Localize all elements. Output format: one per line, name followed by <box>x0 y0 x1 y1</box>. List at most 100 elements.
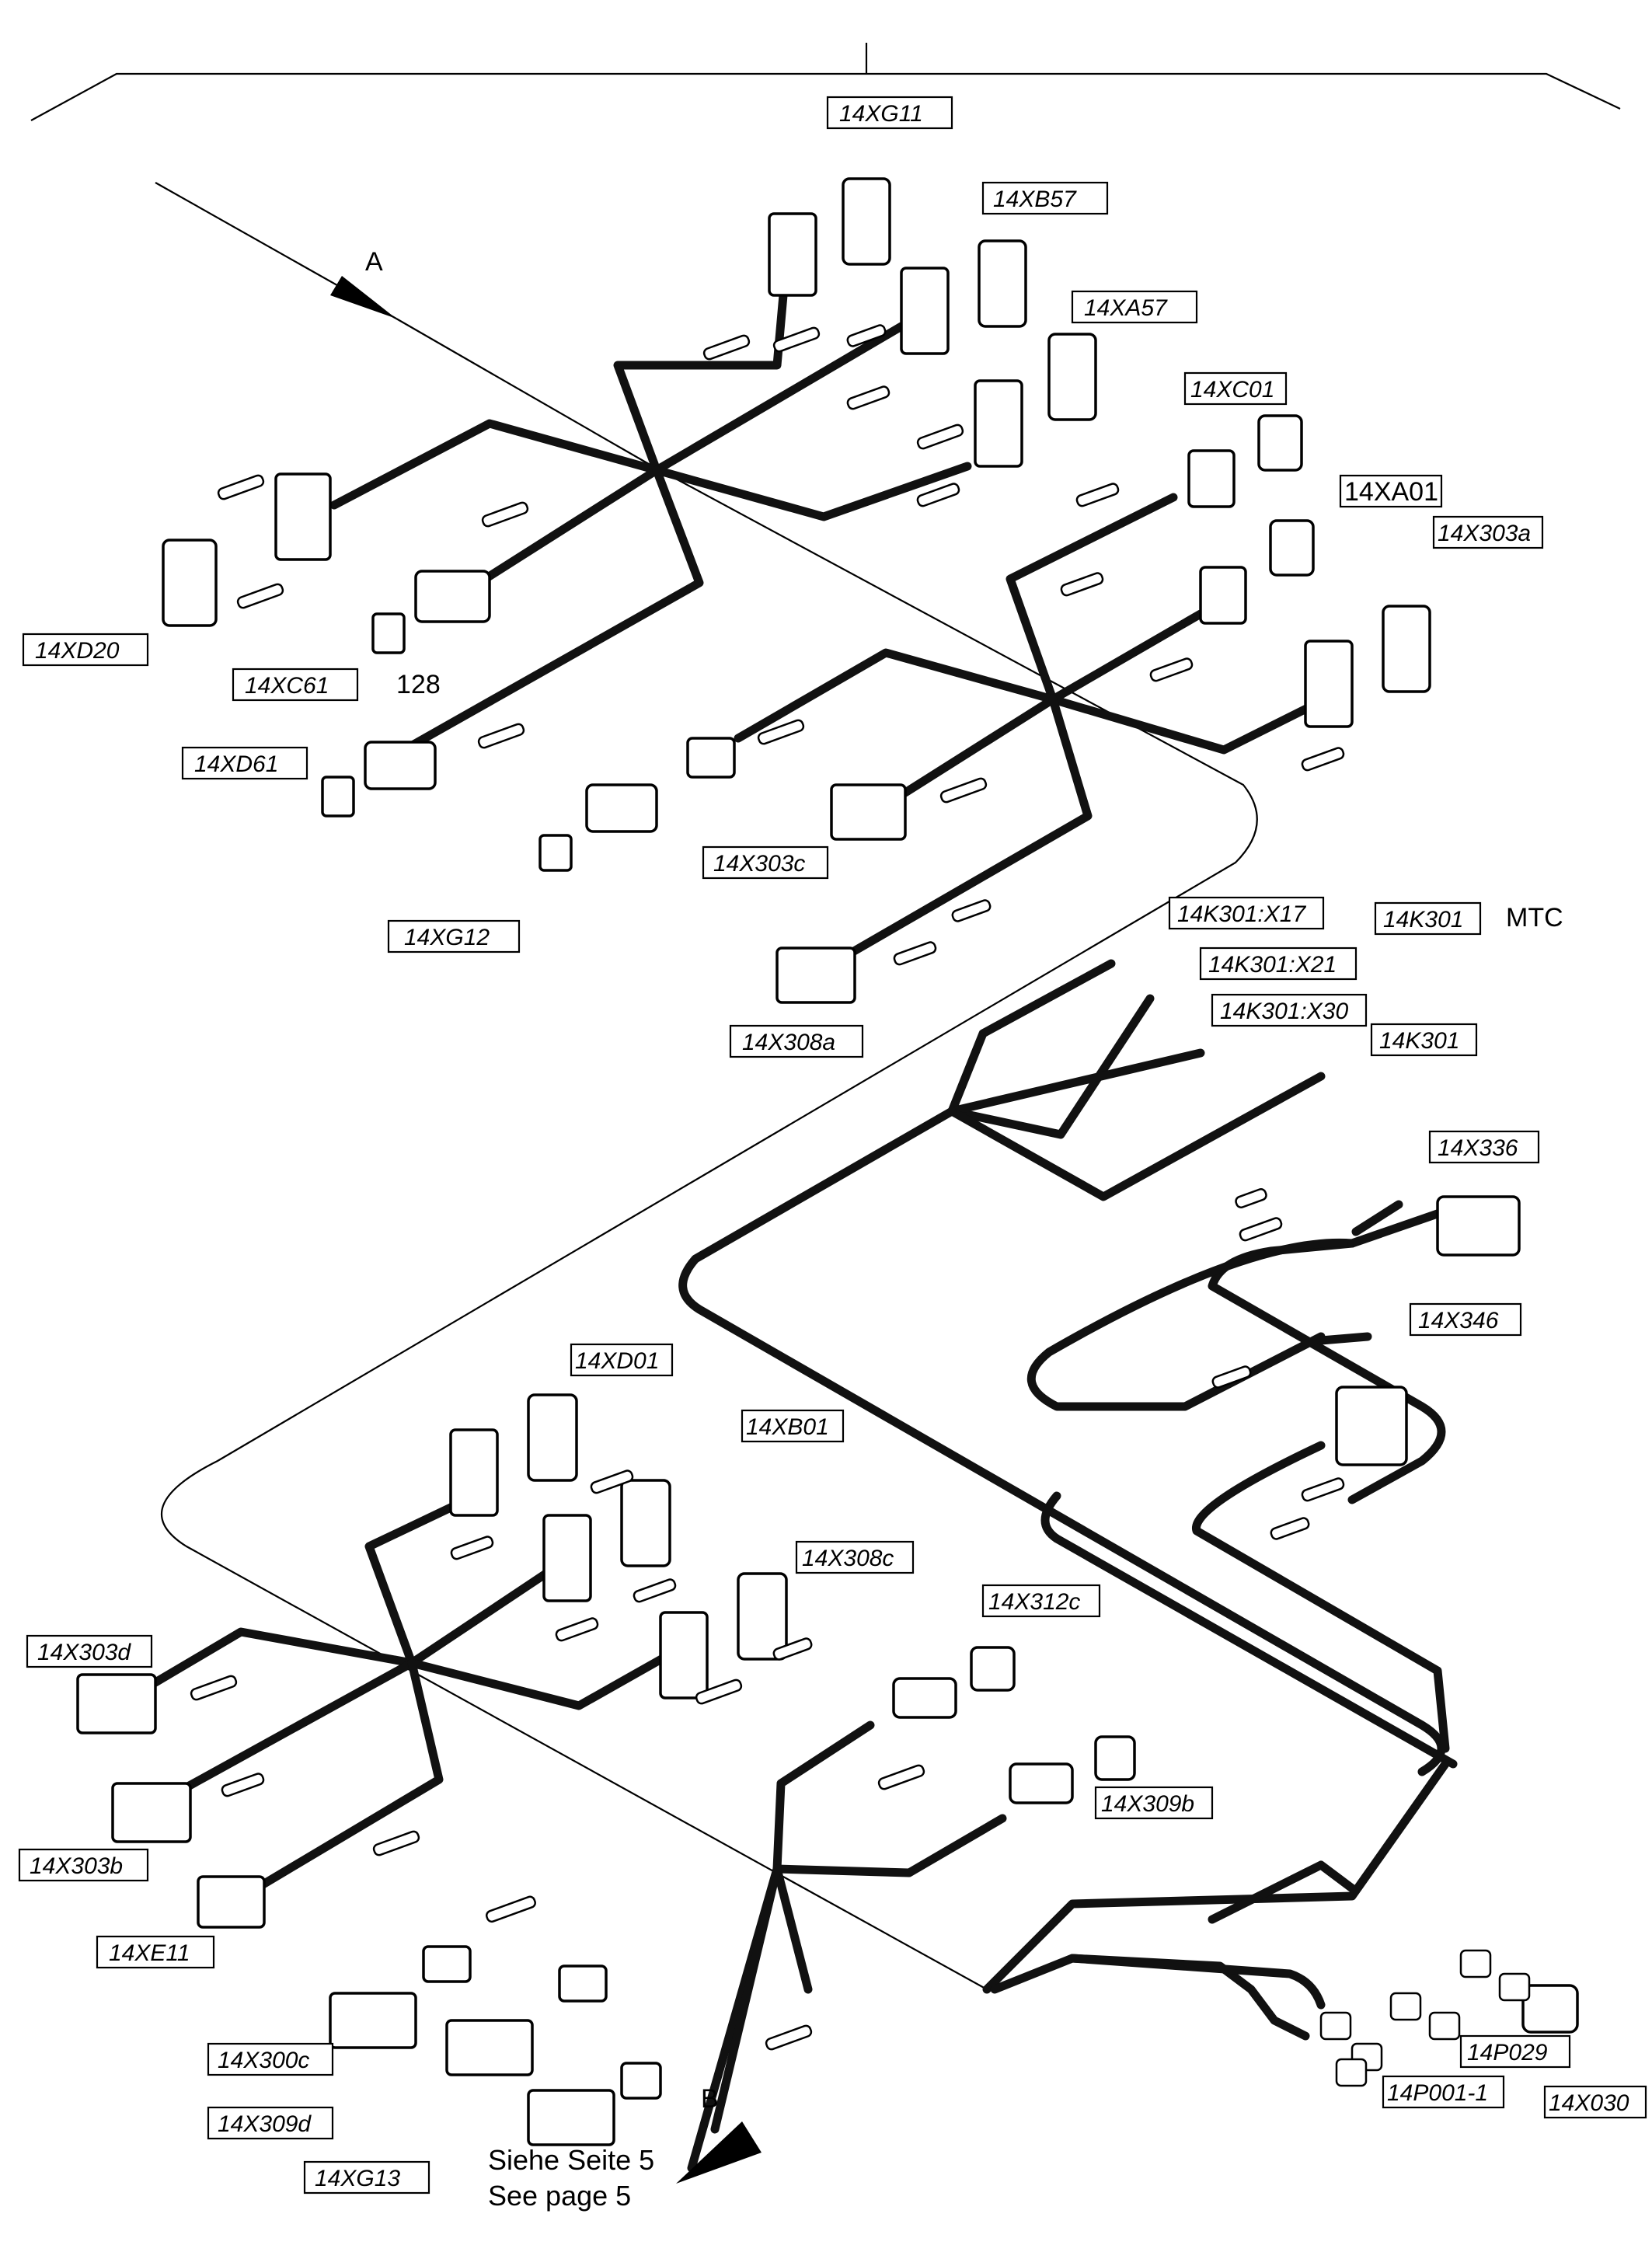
label-14xg12: 14XG12 <box>387 919 521 953</box>
connector-14xd01-mate <box>449 1428 499 1517</box>
connector-14x300c-seal <box>422 1945 472 1983</box>
footer-note-de: Siehe Seite 5 <box>488 2144 654 2176</box>
connector-14x300c <box>329 1992 417 2049</box>
label-14x030: 14X030 <box>1543 2085 1647 2119</box>
label-14x303c: 14X303c <box>702 845 829 880</box>
connector-14xa57-mate <box>900 267 950 355</box>
connector-14x303a-mate <box>1304 640 1354 728</box>
connector-14xa01-housing <box>1199 566 1247 625</box>
connector-14xb57-mate <box>842 177 891 266</box>
svg-text:14P001-1: 14P001-1 <box>1387 2080 1488 2106</box>
connector-14xg13-seal <box>620 2062 662 2100</box>
svg-text:14XA57: 14XA57 <box>1084 295 1168 321</box>
label-mtc: MTC <box>1506 903 1563 933</box>
harness-group-14xg12 <box>734 493 1314 964</box>
svg-text:14K301: 14K301 <box>1383 907 1463 933</box>
svg-text:14XB01: 14XB01 <box>746 1414 829 1440</box>
connector-14xc01 <box>1257 414 1303 472</box>
svg-text:14XG13: 14XG13 <box>315 2166 400 2191</box>
connector-14xb01-mate <box>542 1514 592 1602</box>
svg-text:14X300c: 14X300c <box>218 2048 309 2073</box>
svg-text:14XD20: 14XD20 <box>35 638 120 664</box>
svg-text:14X308a: 14X308a <box>742 1030 835 1055</box>
svg-text:14X308c: 14X308c <box>802 1546 894 1571</box>
label-14x309b: 14X309b <box>1094 1786 1214 1820</box>
connector-shapes <box>76 177 1579 2146</box>
arrow-b-label: B <box>701 2084 719 2114</box>
svg-text:14K301:X21: 14K301:X21 <box>1208 952 1337 978</box>
connector-14xg13 <box>527 2089 615 2146</box>
connector-128-seal <box>371 612 406 654</box>
label-14k301-b: 14K301 <box>1370 1023 1478 1057</box>
svg-text:14XC01: 14XC01 <box>1190 377 1274 403</box>
label-14k301-a: 14K301 <box>1374 901 1482 936</box>
connector-14x308c <box>737 1572 788 1661</box>
connector-14x303c <box>830 783 907 841</box>
connector-14xd20 <box>162 539 218 627</box>
svg-text:14K301: 14K301 <box>1379 1028 1459 1054</box>
svg-text:14X030: 14X030 <box>1549 2090 1629 2116</box>
label-14x312c: 14X312c <box>981 1584 1101 1618</box>
connector-14x308a <box>775 946 856 1004</box>
label-14xe11: 14XE11 <box>96 1935 215 1969</box>
label-14xc01: 14XC01 <box>1183 371 1288 406</box>
connector-14xb01 <box>620 1479 671 1567</box>
svg-text:14XG12: 14XG12 <box>404 925 490 950</box>
svg-text:14XE11: 14XE11 <box>109 1940 190 1966</box>
connector-14xg12-seal <box>538 834 573 872</box>
label-14k301-x21: 14K301:X21 <box>1199 946 1357 981</box>
svg-text:14XD61: 14XD61 <box>194 751 278 777</box>
connector-14xc61 <box>414 570 491 623</box>
label-14x308c: 14X308c <box>795 1540 915 1574</box>
label-14xc61: 14XC61 <box>232 668 359 702</box>
svg-text:14X303a: 14X303a <box>1438 521 1531 546</box>
label-14xa57: 14XA57 <box>1071 290 1198 324</box>
svg-text:14X312c: 14X312c <box>988 1589 1080 1615</box>
connector-14xd61-seal <box>321 776 355 817</box>
svg-text:14X336: 14X336 <box>1438 1135 1518 1161</box>
label-14xb01: 14XB01 <box>741 1409 845 1443</box>
svg-text:14X309b: 14X309b <box>1101 1791 1194 1817</box>
footer-note-en: See page 5 <box>488 2180 631 2212</box>
label-14x300c: 14X300c <box>207 2042 334 2076</box>
svg-text:14XB57: 14XB57 <box>993 187 1077 212</box>
label-14xd20: 14XD20 <box>22 633 149 667</box>
label-14x303a: 14X303a <box>1432 515 1544 549</box>
connector-14xc01-housing <box>1187 449 1236 508</box>
connector-14xg11-a <box>768 212 817 297</box>
label-14xg13: 14XG13 <box>303 2160 430 2195</box>
svg-text:14K301:X30: 14K301:X30 <box>1220 999 1348 1024</box>
label-14x308a: 14X308a <box>729 1024 864 1058</box>
connector-14xc01-mate <box>974 379 1023 468</box>
label-14x346: 14X346 <box>1409 1302 1522 1337</box>
connector-14x312c <box>970 1646 1016 1692</box>
label-14k301-x17: 14K301:X17 <box>1168 896 1325 930</box>
arrow-a-label: A <box>365 247 383 277</box>
top-bracket <box>30 43 1621 121</box>
label-14xg11: 14XG11 <box>826 96 953 130</box>
harness-group-14xg13 <box>151 1503 673 1893</box>
connector-14x309d <box>445 2019 534 2076</box>
label-14p001-1: 14P001-1 <box>1382 2075 1505 2109</box>
arrow-b: B <box>676 1864 782 2184</box>
connector-14xe11 <box>197 1875 266 1929</box>
connector-14x303d <box>76 1673 157 1734</box>
connector-14x030 <box>1521 1984 1579 2034</box>
connector-14x308c-mate <box>659 1611 709 1699</box>
connector-14xg12-a <box>585 783 658 833</box>
connector-14x303b <box>111 1782 192 1843</box>
svg-text:14X303c: 14X303c <box>713 851 805 877</box>
label-14p029: 14P029 <box>1459 2034 1571 2069</box>
label-14x336: 14X336 <box>1428 1130 1540 1164</box>
label-14x303d: 14X303d <box>26 1634 153 1668</box>
svg-text:14X346: 14X346 <box>1418 1308 1499 1333</box>
svg-text:14X309d: 14X309d <box>218 2111 312 2137</box>
connector-14x336 <box>1436 1195 1521 1257</box>
harness-group-14xg11 <box>329 291 972 755</box>
connector-14x300c-plug <box>558 1964 608 2003</box>
connector-14xa57 <box>1047 333 1097 421</box>
svg-text:14X303b: 14X303b <box>30 1853 123 1879</box>
label-14xa01: 14XA01 <box>1339 474 1443 508</box>
connector-14x303a <box>1382 605 1431 693</box>
